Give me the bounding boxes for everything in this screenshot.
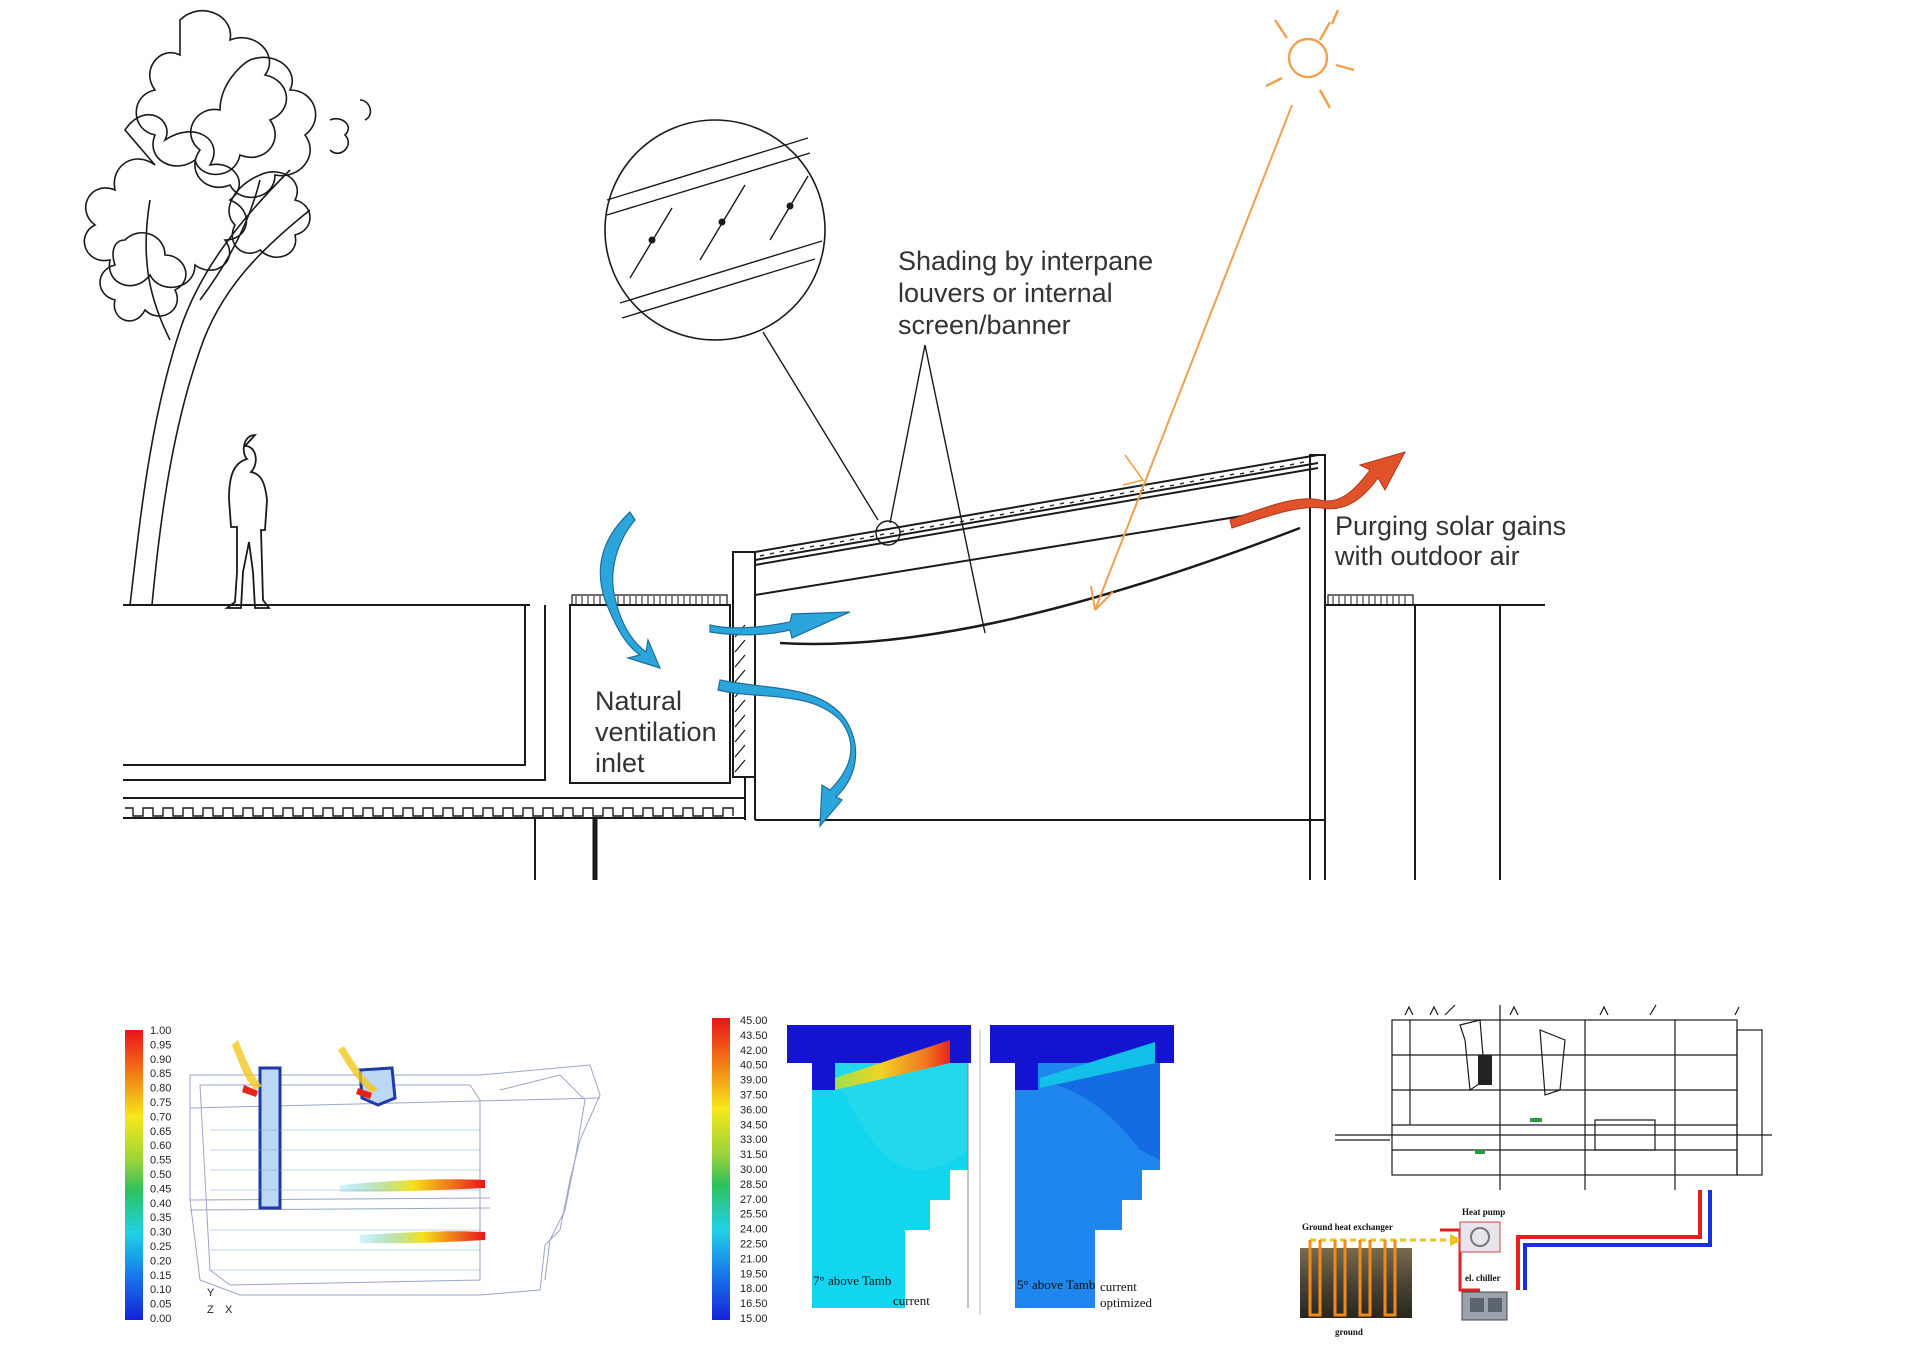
flow-scale-tick: 0.35 (150, 1212, 171, 1224)
label-ventilation: Natural ventilation inlet (595, 686, 717, 778)
temp-scale-ticks: 45.00 43.50 42.00 40.50 39.00 37.50 36.00 34.50… (740, 1015, 768, 1325)
svg-text:Natural: Natural (595, 686, 682, 716)
temp-scale-tick: 22.50 (740, 1239, 768, 1251)
svg-text:Shading by interpane: Shading by interpane (898, 246, 1153, 276)
flow-scale-tick: 0.55 (150, 1155, 171, 1167)
temp-scale-tick: 15.00 (740, 1313, 768, 1325)
heat-pump-icon (1459, 1221, 1501, 1253)
svg-text:el. chiller: el. chiller (1465, 1273, 1501, 1283)
energy-system-panel: Ground heat exchanger Heat pump el. chil… (1300, 1004, 1772, 1337)
temp-scale-tick: 28.50 (740, 1179, 768, 1191)
temp-scale-tick: 36.00 (740, 1104, 768, 1116)
temp-scale-tick: 31.50 (740, 1149, 768, 1161)
svg-text:louvers or internal: louvers or internal (898, 278, 1113, 308)
temp-section-current: 7° above Tamb current (787, 1025, 971, 1308)
svg-text:optimized: optimized (1100, 1295, 1152, 1310)
flow-scale-tick: 0.70 (150, 1111, 171, 1123)
temp-scale-tick: 18.00 (740, 1283, 768, 1295)
sun-icon (1090, 9, 1355, 611)
chiller-icon (1461, 1291, 1508, 1321)
flow-scale-tick: 0.65 (150, 1126, 171, 1138)
ventilation-arrows (599, 511, 857, 828)
label-purging: Purging solar gains with outdoor air (1334, 511, 1566, 571)
svg-text:with outdoor air: with outdoor air (1334, 541, 1520, 571)
svg-text:ventilation: ventilation (595, 717, 717, 747)
label-shading: Shading by interpane louvers or internal… (898, 246, 1153, 340)
temp-scale-tick: 39.00 (740, 1075, 768, 1087)
flow-field-panel: 1.00 0.95 0.90 0.85 0.80 0.75 0.70 0.65 0.60 0.55… (125, 1025, 601, 1325)
flow-scale-tick: 0.75 (150, 1097, 171, 1109)
svg-text:current: current (1100, 1279, 1137, 1294)
building-section (83, 9, 1545, 880)
svg-text:X: X (225, 1304, 233, 1316)
temp-scale-tick: 43.50 (740, 1030, 768, 1042)
svg-text:Heat pump: Heat pump (1462, 1207, 1505, 1217)
svg-text:Y: Y (207, 1287, 215, 1299)
svg-text:7° above Tamb: 7° above Tamb (813, 1273, 891, 1288)
temp-scale-tick: 45.00 (740, 1015, 768, 1027)
temp-scale-tick: 42.00 (740, 1045, 768, 1057)
flow-scale-tick: 0.00 (150, 1313, 171, 1325)
arrow-inlet-in (709, 611, 851, 639)
flow-scale-tick: 0.15 (150, 1270, 171, 1282)
flow-scale-tick: 0.30 (150, 1227, 171, 1239)
flow-scale-tick: 0.45 (150, 1183, 171, 1195)
temp-color-scale (712, 1018, 730, 1320)
temperature-panel: 45.00 43.50 42.00 40.50 39.00 37.50 36.00 34.50… (712, 1015, 1174, 1325)
temp-scale-tick: 24.00 (740, 1224, 768, 1236)
flow-color-scale (125, 1030, 143, 1320)
svg-text:Purging solar gains: Purging solar gains (1335, 511, 1566, 541)
temp-scale-tick: 21.00 (740, 1253, 768, 1265)
svg-text:inlet: inlet (595, 748, 645, 778)
flow-scale-tick: 0.60 (150, 1140, 171, 1152)
flow-scale-tick: 0.40 (150, 1198, 171, 1210)
temp-scale-tick: 25.50 (740, 1209, 768, 1221)
svg-text:screen/banner: screen/banner (898, 310, 1071, 340)
flow-scale-tick: 1.00 (150, 1025, 171, 1037)
person-icon (224, 434, 271, 609)
flow-scale-tick: 0.90 (150, 1054, 171, 1066)
flow-scale-tick: 0.05 (150, 1299, 171, 1311)
temp-scale-tick: 30.00 (740, 1164, 768, 1176)
flow-scale-tick: 0.50 (150, 1169, 171, 1181)
temp-section-optimized: 5° above Tamb current optimized (990, 1025, 1174, 1310)
temp-scale-tick: 40.50 (740, 1060, 768, 1072)
arrow-inlet-down (599, 511, 662, 669)
svg-text:current: current (893, 1293, 930, 1308)
temp-scale-tick: 16.50 (740, 1298, 768, 1310)
flow-scale-ticks: 1.00 0.95 0.90 0.85 0.80 0.75 0.70 0.65 0.60 0.55… (150, 1025, 171, 1325)
temp-scale-tick: 19.50 (740, 1268, 768, 1280)
svg-text:5° above Tamb: 5° above Tamb (1017, 1277, 1095, 1292)
flow-scale-tick: 0.25 (150, 1241, 171, 1253)
detail-magnifier (604, 119, 826, 341)
svg-text:Z: Z (207, 1304, 214, 1316)
purge-arrow (1229, 451, 1406, 529)
svg-text:Ground heat exchanger: Ground heat exchanger (1302, 1222, 1393, 1232)
tree-icon (83, 9, 372, 606)
flow-scale-tick: 0.85 (150, 1068, 171, 1080)
temp-scale-tick: 27.00 (740, 1194, 768, 1206)
temp-scale-tick: 33.00 (740, 1134, 768, 1146)
flow-scale-tick: 0.80 (150, 1083, 171, 1095)
temp-scale-tick: 34.50 (740, 1119, 768, 1131)
temp-scale-tick: 37.50 (740, 1090, 768, 1102)
arrow-inlet-floor (717, 679, 857, 828)
flow-scale-tick: 0.10 (150, 1284, 171, 1296)
svg-text:ground: ground (1335, 1327, 1363, 1337)
flow-scale-tick: 0.20 (150, 1255, 171, 1267)
flow-scale-tick: 0.95 (150, 1039, 171, 1051)
